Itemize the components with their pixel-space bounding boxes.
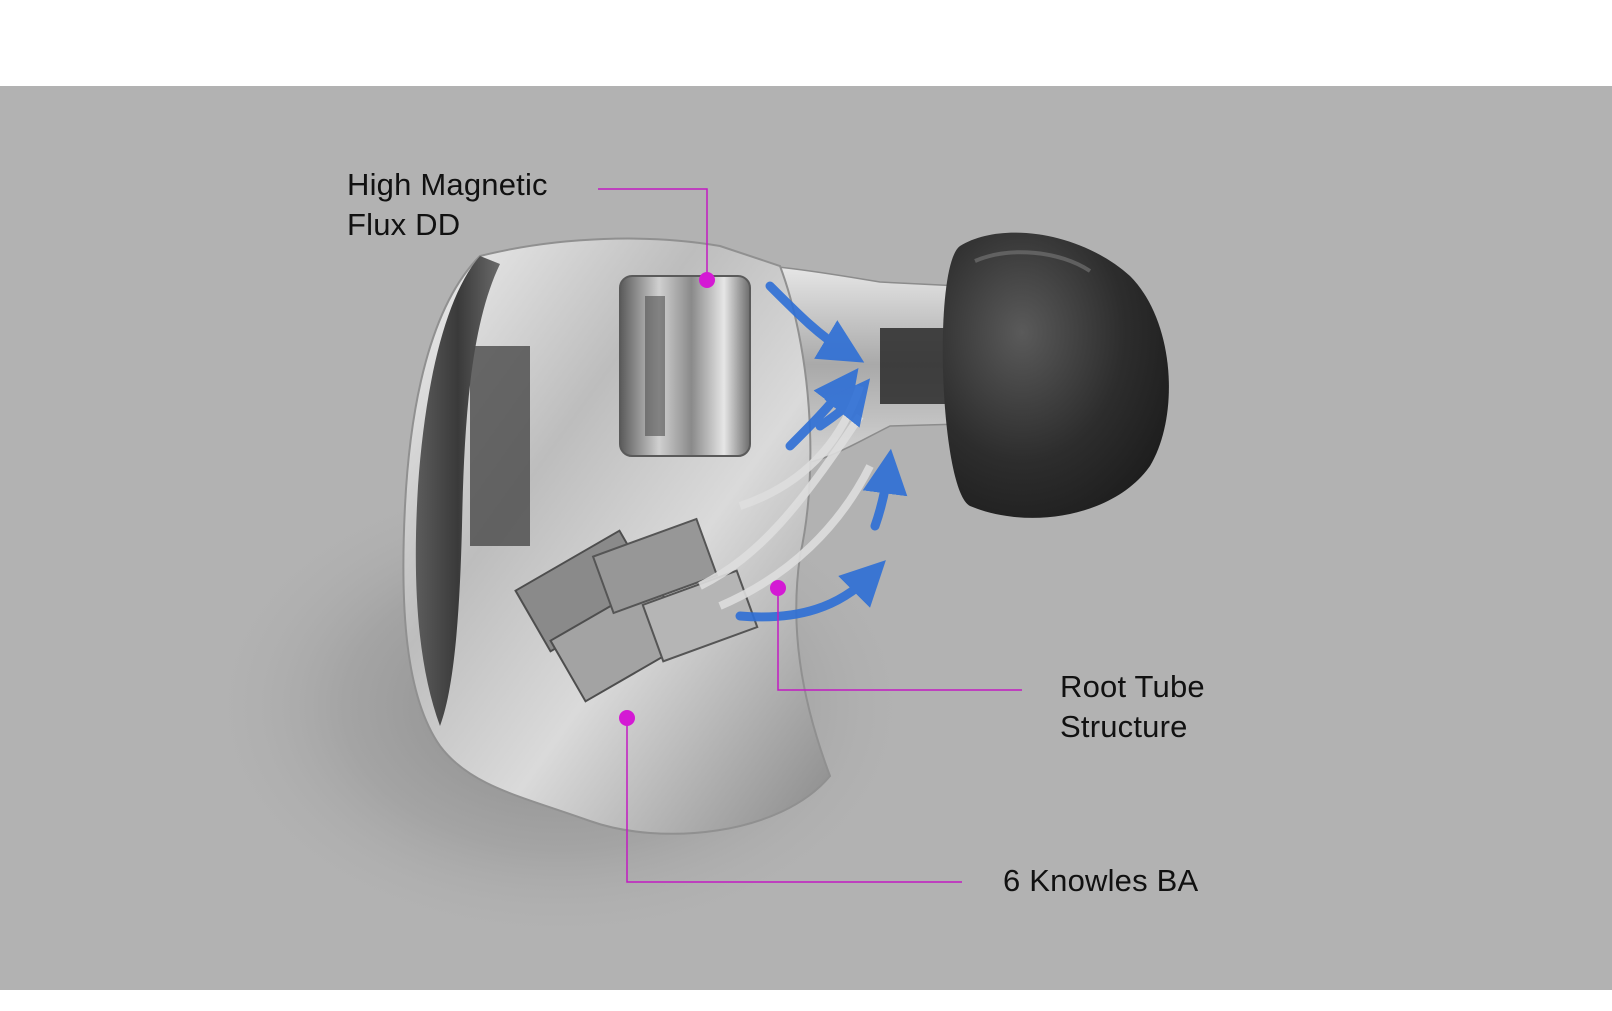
ba-drivers <box>514 517 759 703</box>
ba-label-line1: 6 Knowles BA <box>1003 863 1199 898</box>
faceplate-block <box>470 346 530 546</box>
root-tube-marker <box>770 580 786 596</box>
dd-leader-line <box>598 188 708 280</box>
eartip-highlight <box>974 250 1092 273</box>
faceplate <box>415 256 500 726</box>
dynamic-driver-ring <box>645 296 665 436</box>
dd-label-line1: High Magnetic <box>347 167 548 202</box>
earphone-illustration <box>200 188 1169 946</box>
dd-label-line2: Flux DD <box>347 207 461 242</box>
ba-marker <box>619 710 635 726</box>
root-tube-leader-line <box>777 588 1022 691</box>
root-tube-label: Root Tube Structure <box>1060 667 1205 747</box>
product-panel: High Magnetic Flux DD Root Tube Structur… <box>0 86 1612 990</box>
airflow-arrow-icon <box>735 560 886 622</box>
airflow-arrow-icon <box>765 281 865 363</box>
airflow-arrow-icon <box>815 378 871 431</box>
dynamic-driver <box>619 275 751 457</box>
ba-leader-line <box>626 718 962 883</box>
airflow-arrows <box>735 281 908 622</box>
eartip <box>942 232 1169 518</box>
root-tube-label-line1: Root Tube <box>1060 669 1205 704</box>
ba-label: 6 Knowles BA <box>1003 861 1198 901</box>
dd-label: High Magnetic Flux DD <box>347 165 548 245</box>
dd-marker <box>699 272 715 288</box>
airflow-arrow-icon <box>862 448 908 531</box>
root-tube-label-line2: Structure <box>1060 709 1188 744</box>
